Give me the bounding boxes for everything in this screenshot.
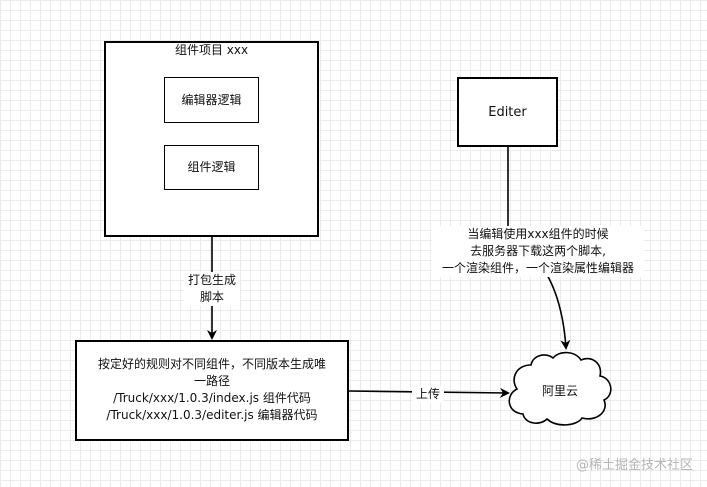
path-rules-line1: 按定好的规则对不同组件，不同版本生成唯 [97,357,326,371]
edge-upload-label: 上传 [412,386,444,403]
watermark: @稀土掘金技术社区 [575,458,693,473]
path-rules-line2: 一路径 [193,374,230,388]
aliyun-cloud-label: 阿里云 [541,384,578,398]
edge-pack-line1: 打包生成 [187,273,236,287]
edge-download-label: 当编辑使用xxx组件的时候 去服务器下载这两个脚本, 一个渲染组件，一个渲染属性… [432,226,644,277]
cloud-shape [508,351,612,426]
edge-pack-label: 打包生成 脚本 [184,272,240,306]
edge-download-line2: 去服务器下载这两个脚本, [470,244,606,258]
path-rules-line3: /Truck/xxx/1.0.3/index.js 组件代码 [113,391,311,405]
path-rules-box [75,340,349,441]
component-logic-box: 组件逻辑 [164,145,259,190]
editer-label: Editer [488,104,527,120]
editor-logic-box: 编辑器逻辑 [164,77,259,123]
component-project-box [104,41,319,237]
edge-download-line1: 当编辑使用xxx组件的时候 [467,227,609,241]
path-rules-line4: /Truck/xxx/1.0.3/editer.js 编辑器代码 [106,408,318,422]
edge-download-line3: 一个渲染组件，一个渲染属性编辑器 [441,261,634,275]
editer-box: Editer [457,77,558,147]
path-rules-text: 按定好的规则对不同组件，不同版本生成唯 一路径 /Truck/xxx/1.0.3… [77,356,347,424]
component-project-title: 组件项目 xxx [174,43,249,57]
editor-logic-label: 编辑器逻辑 [181,92,242,107]
edge-pack-line2: 脚本 [199,290,224,304]
component-logic-label: 组件逻辑 [187,160,236,174]
